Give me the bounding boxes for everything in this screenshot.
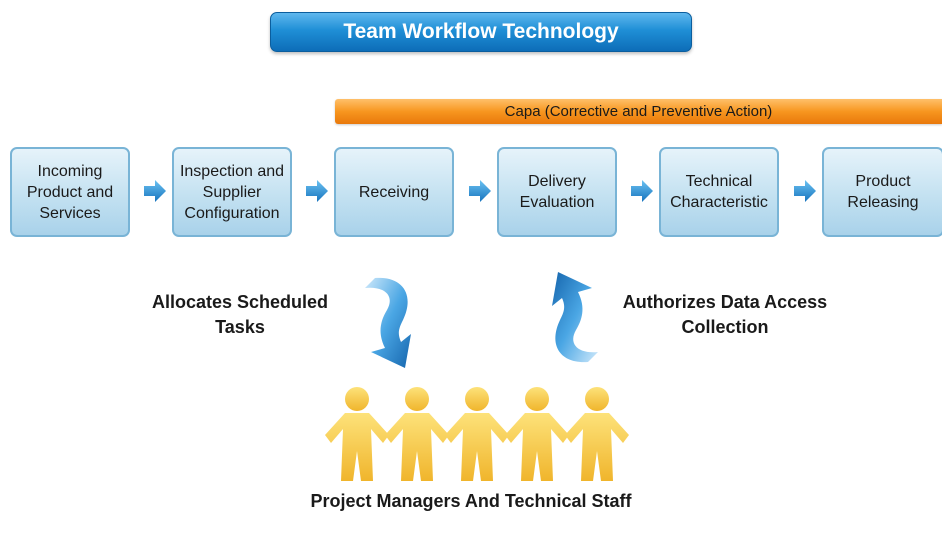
step-label: Incoming Product and Services bbox=[26, 162, 114, 222]
people-chain-icon bbox=[325, 387, 629, 481]
allocates-label: Allocates Scheduled Tasks bbox=[151, 292, 329, 337]
step-inspection-supplier: Inspection and Supplier Configuration bbox=[172, 147, 292, 237]
authorizes-label: Authorizes Data Access Collection bbox=[622, 292, 828, 337]
step-delivery-evaluation: Delivery Evaluation bbox=[497, 147, 617, 237]
right-arrow-icon bbox=[794, 180, 816, 202]
step-label: Product Releasing bbox=[847, 173, 919, 211]
step-receiving: Receiving bbox=[334, 147, 454, 237]
diagram-title: Team Workflow Technology bbox=[270, 12, 692, 52]
step-product-releasing: Product Releasing bbox=[822, 147, 942, 237]
right-arrow-icon bbox=[306, 180, 328, 202]
step-label: Inspection and Supplier Configuration bbox=[179, 162, 285, 222]
right-arrow-icon bbox=[631, 180, 653, 202]
capa-bar: Capa (Corrective and Preventive Action) bbox=[335, 99, 942, 124]
curved-arrow-up-icon bbox=[552, 272, 598, 363]
right-arrow-icon bbox=[469, 180, 491, 202]
people-label: Project Managers And Technical Staff bbox=[310, 491, 632, 511]
step-label: Delivery Evaluation bbox=[519, 173, 595, 211]
step-label: Technical Characteristic bbox=[670, 173, 768, 211]
curved-arrow-down-icon bbox=[365, 277, 411, 368]
step-incoming-product: Incoming Product and Services bbox=[10, 147, 130, 237]
right-arrow-icon bbox=[144, 180, 166, 202]
step-technical-characteristic: Technical Characteristic bbox=[659, 147, 779, 237]
step-label: Receiving bbox=[358, 183, 430, 201]
